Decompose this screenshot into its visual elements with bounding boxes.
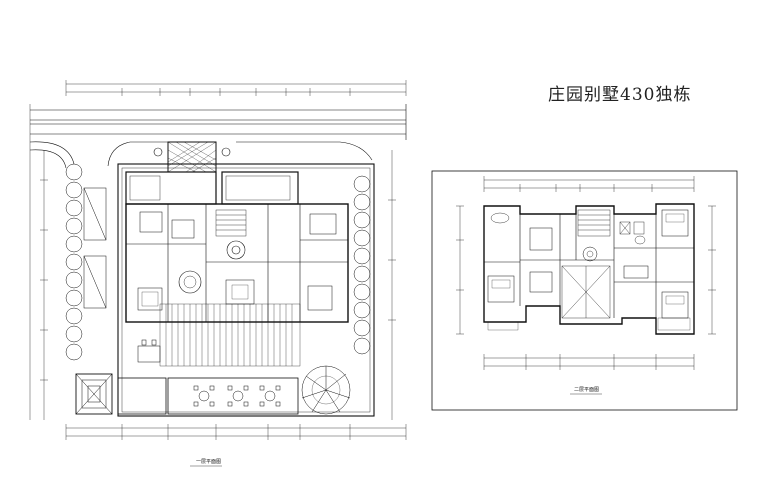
house-block	[125, 171, 349, 323]
bottom-dimension-lines	[65, 424, 407, 440]
second-floor-caption: 二层平面图	[574, 387, 600, 393]
second-floor-bottom-dimensions	[483, 354, 695, 370]
outdoor-terrace	[117, 377, 299, 415]
ground-floor-caption: 一层平面图	[196, 459, 222, 465]
second-floor-top-dimensions	[483, 176, 695, 192]
side-dimension-lines	[40, 150, 396, 420]
pergola-deck	[159, 303, 301, 367]
garden-wall	[117, 163, 375, 417]
garden-table	[137, 339, 161, 363]
second-floor-side-dimensions	[456, 205, 716, 335]
second-floor-building	[483, 203, 695, 335]
ground-floor-plan	[29, 80, 407, 467]
second-floor-plan	[431, 170, 738, 411]
parking-bays	[83, 187, 107, 309]
top-dimension-lines	[65, 80, 407, 96]
second-floor-sheet-frame	[431, 170, 738, 411]
feature-tree	[301, 365, 351, 415]
garden-pavilion	[75, 373, 113, 415]
entrance-drive	[29, 141, 373, 169]
entrance-canopy	[153, 141, 231, 173]
drawing-sheet-title: 庄园别墅430独栋	[548, 85, 692, 105]
tree-column-left	[65, 163, 83, 361]
tree-column-right	[353, 175, 371, 355]
road-band	[29, 104, 407, 420]
